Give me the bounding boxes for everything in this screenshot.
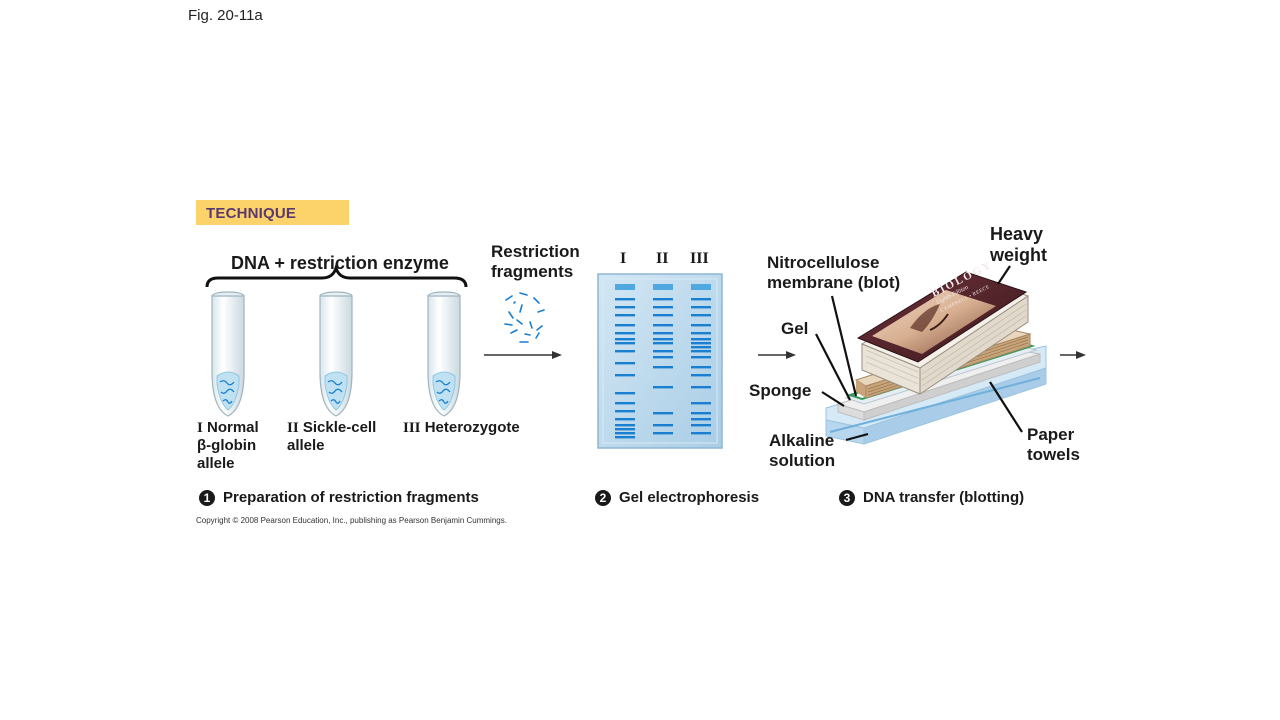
alkaline-solution-label: Alkaline solution (769, 431, 836, 470)
gel-band (615, 410, 635, 413)
step-number-3-icon: 3 (839, 489, 855, 506)
arrow-to-blot (758, 351, 796, 359)
electrophoresis-gel (597, 273, 723, 449)
step-3: 3 DNA transfer (blotting) (839, 489, 1024, 506)
step-1: 1 Preparation of restriction fragments (199, 489, 479, 506)
restriction-fragments-label: Restriction fragments (491, 242, 580, 281)
gel-band (653, 342, 673, 345)
gel-band (691, 356, 711, 359)
gel-band (653, 314, 673, 317)
step-1-label: Preparation of restriction fragments (223, 489, 479, 506)
lane-label-1: I (620, 250, 627, 267)
gel-band (691, 418, 711, 421)
gel-band (691, 314, 711, 317)
gel-band (653, 350, 673, 353)
step-2: 2 Gel electrophoresis (595, 489, 759, 506)
gel-band (653, 432, 673, 435)
test-tube-1 (211, 291, 245, 417)
heavy-weight-label: Heavy weight (990, 224, 1047, 265)
gel-band (653, 298, 673, 301)
gel-band (615, 392, 635, 395)
gel-band (691, 366, 711, 369)
step-2-label: Gel electrophoresis (619, 489, 760, 506)
gel-band (615, 350, 635, 353)
gel-band (653, 386, 673, 389)
gel-band (653, 306, 673, 309)
gel-band (615, 428, 635, 431)
tube-label-3: III Heterozygote (403, 419, 520, 436)
copyright-notice: Copyright © 2008 Pearson Education, Inc.… (196, 516, 507, 525)
arrow-to-gel (484, 351, 562, 359)
gel-band (691, 298, 711, 301)
test-tube-2 (319, 291, 353, 417)
step-number-2-icon: 2 (595, 489, 611, 506)
lane-label-3: III (690, 250, 709, 267)
technique-label: TECHNIQUE (206, 205, 297, 222)
gel-band (653, 324, 673, 327)
gel-band (653, 332, 673, 335)
gel-band (615, 298, 635, 301)
brace (205, 262, 468, 288)
gel-band (615, 332, 635, 335)
gel-band (653, 366, 673, 369)
gel-band (691, 342, 711, 345)
gel-band (615, 338, 635, 341)
gel-band (691, 412, 711, 415)
technique-banner: TECHNIQUE (196, 200, 349, 225)
tube-label-2: II Sickle-cell allele (287, 419, 377, 454)
nitrocellulose-label: Nitrocellulose membrane (blot) (767, 253, 901, 292)
gel-band (691, 346, 711, 349)
gel-band (653, 412, 673, 415)
gel-band (615, 374, 635, 377)
gel-band (691, 332, 711, 335)
gel-band (615, 314, 635, 317)
gel-band (691, 432, 711, 435)
gel-band (691, 424, 711, 427)
gel-band (691, 324, 711, 327)
test-tube-3 (427, 291, 461, 417)
gel-band (615, 424, 635, 427)
figure-label: Fig. 20-11a (188, 7, 263, 24)
tube-label-1: I Normal β-globin allele (197, 419, 259, 472)
gel-band (691, 338, 711, 341)
gel-band (691, 374, 711, 377)
arrow-next (1060, 351, 1086, 359)
sponge-label: Sponge (749, 381, 812, 400)
gel-band (691, 306, 711, 309)
gel-band (615, 436, 635, 439)
restriction-fragments-icon (504, 292, 545, 343)
gel-band (615, 342, 635, 345)
gel-band (615, 324, 635, 327)
step-number-1-icon: 1 (199, 489, 215, 506)
gel-band (615, 402, 635, 405)
gel-band (653, 338, 673, 341)
gel-band (615, 306, 635, 309)
gel-band (615, 418, 635, 421)
gel-label: Gel (781, 319, 809, 338)
gel-band (691, 350, 711, 353)
dna-enzyme-label: DNA + restriction enzyme (231, 253, 449, 273)
gel-band (691, 386, 711, 389)
leader-lines (815, 265, 1023, 442)
blotting-apparatus (825, 271, 1047, 445)
gel-band (615, 432, 635, 435)
step-3-label: DNA transfer (blotting) (863, 489, 1025, 506)
gel-band (615, 362, 635, 365)
paper-towels-label: Paper towels (1027, 425, 1080, 464)
lane-label-2: II (656, 250, 669, 267)
gel-band (691, 402, 711, 405)
gel-band (653, 424, 673, 427)
gel-band (653, 356, 673, 359)
